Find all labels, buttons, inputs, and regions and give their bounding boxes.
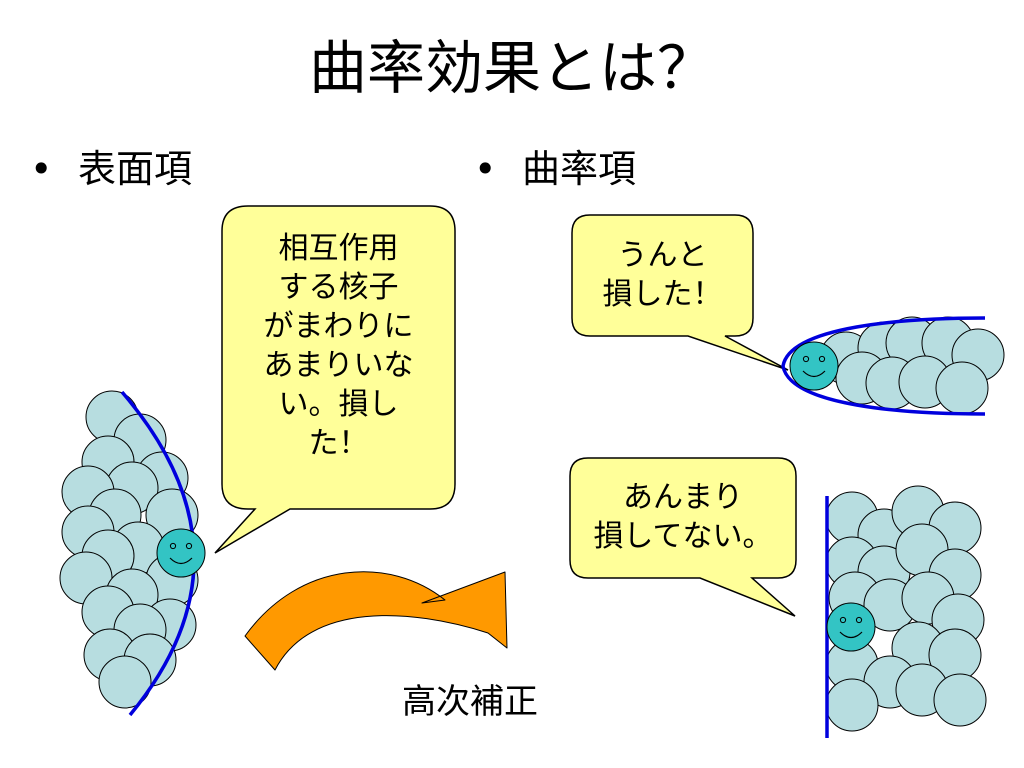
nucleon <box>935 361 989 415</box>
bubble-line: 損した！ <box>602 277 723 312</box>
arrow-caption: 高次補正 <box>402 682 538 722</box>
nucleon <box>933 673 987 727</box>
speech-bubble-left-text: 相互作用 する核子 がまわりに あまりいな い。損し た！ <box>222 229 455 463</box>
bubble-line: た！ <box>308 426 369 461</box>
bubble-line: い。損し <box>278 387 399 422</box>
nucleon-cluster-left <box>59 390 199 709</box>
bubble-line: あんまり <box>623 480 743 515</box>
bubble-line: あまりいな <box>263 348 414 383</box>
bullet-surface-term: • 表面項 <box>30 144 192 194</box>
bubble-line: うんと <box>617 238 708 273</box>
nucleon <box>825 678 879 732</box>
bubble-line: 相互作用 <box>278 231 399 266</box>
smiley-face-icon <box>789 341 839 391</box>
speech-bubble-left <box>214 205 456 554</box>
bubble-line: 損してない。 <box>593 519 773 554</box>
speech-bubble-bottom-right-text: あんまり 損してない。 <box>570 478 796 556</box>
nucleon-cluster-bottom-right <box>825 485 987 732</box>
smiley-face-icon <box>826 602 876 652</box>
speech-bubble-top-right <box>571 214 789 371</box>
surface-line-top-right <box>781 316 986 416</box>
slide-title: 曲率効果とは？ <box>308 34 715 102</box>
nucleon <box>98 655 152 709</box>
bullet-curvature-term-label: 曲率項 <box>522 147 637 191</box>
bullet-marker: • <box>30 147 53 191</box>
bullet-curvature-term: • 曲率項 <box>474 144 636 194</box>
bullet-marker: • <box>474 147 497 191</box>
smiley-face-icon <box>156 528 206 578</box>
bullet-surface-term-label: 表面項 <box>78 147 193 191</box>
speech-bubble-top-right-text: うんと 損した！ <box>572 236 753 314</box>
bubble-line: する核子 <box>278 270 399 305</box>
nucleon-cluster-top-right <box>819 316 1005 415</box>
bubble-line: がまわりに <box>263 309 414 344</box>
curved-arrow-icon <box>244 571 508 671</box>
speech-bubble-bottom-right <box>569 457 797 617</box>
